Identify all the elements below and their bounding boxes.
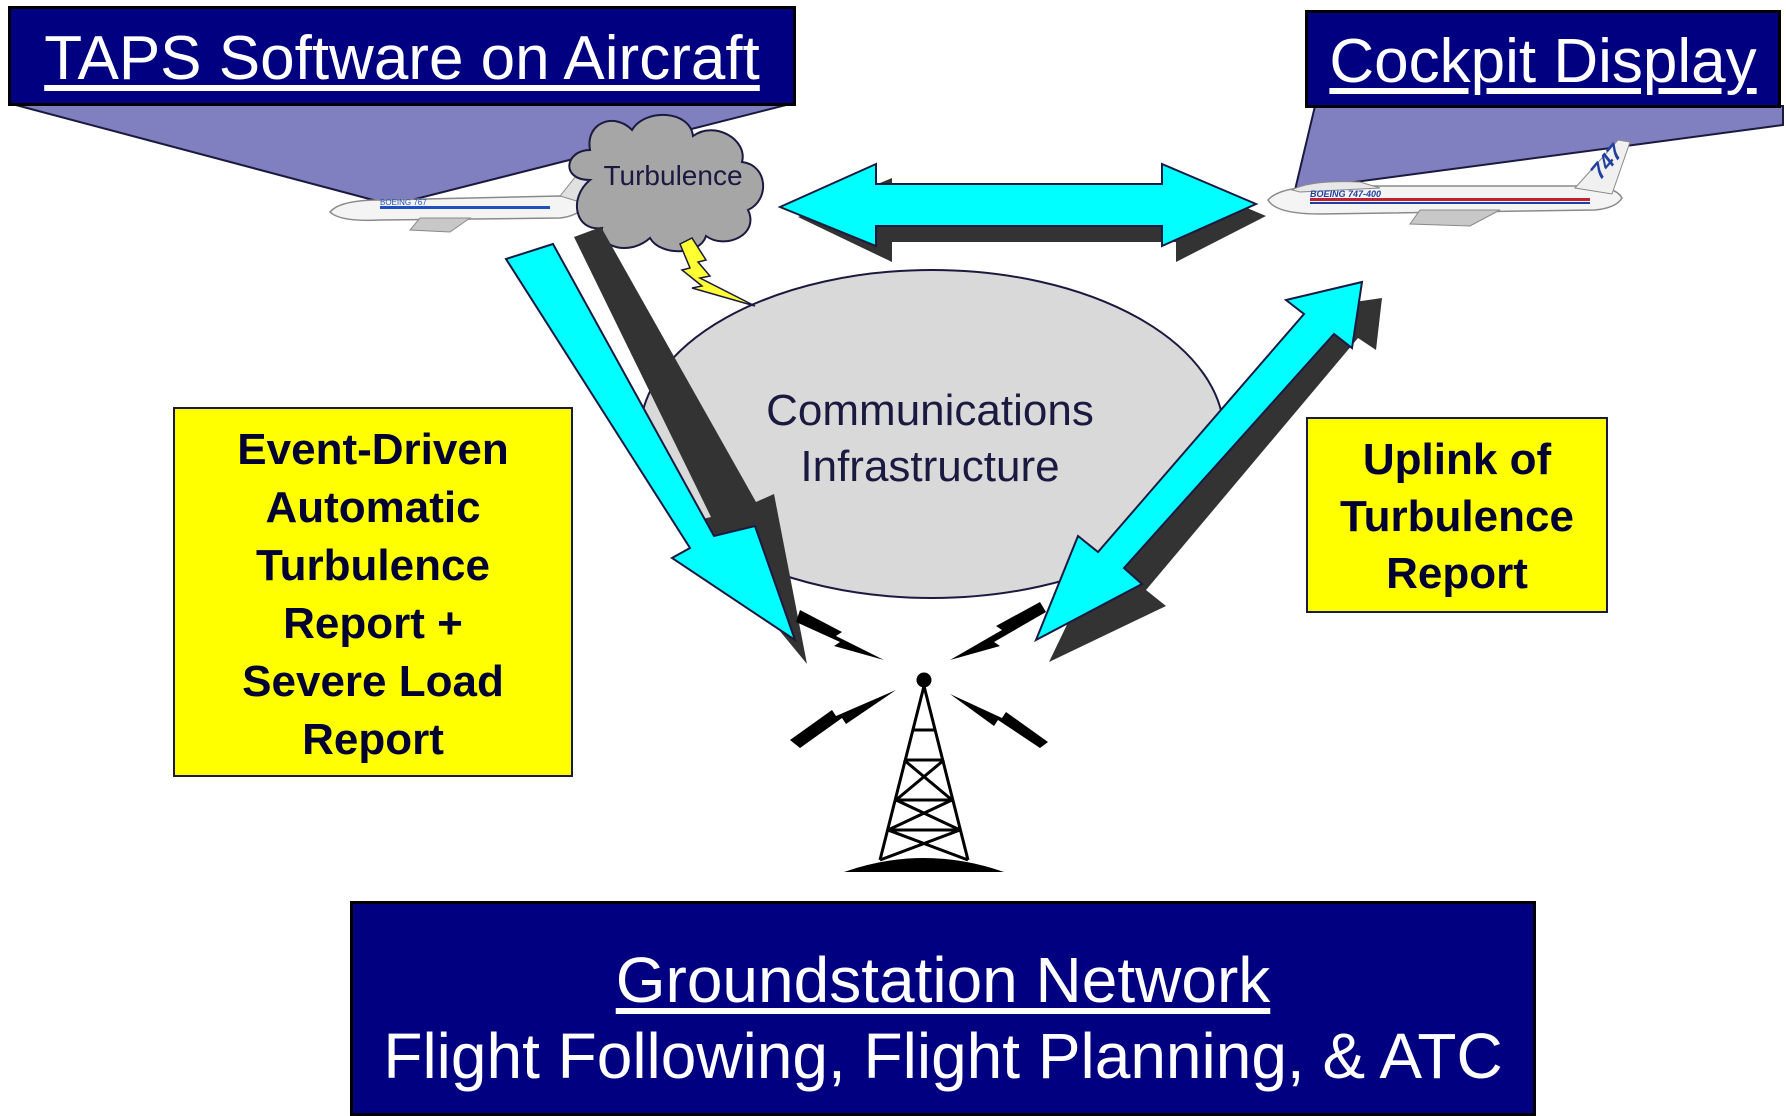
groundstation-title: Groundstation Network — [615, 944, 1271, 1016]
cockpit-callout-wedge — [1293, 105, 1784, 192]
uplink-arrow[interactable] — [1034, 280, 1364, 643]
note-line: Report + — [283, 599, 463, 648]
turbulence-cloud-icon — [568, 114, 764, 307]
note-line: Turbulence — [256, 541, 490, 590]
groundstation-subtitle: Flight Following, Flight Planning, & ATC — [383, 1020, 1503, 1092]
cockpit-banner-title: Cockpit Display — [1329, 27, 1757, 96]
taps-banner-title: TAPS Software on Aircraft — [44, 24, 760, 93]
note-line: Automatic — [265, 483, 481, 532]
groundstation-network-banner: Groundstation Network Flight Following, … — [350, 901, 1536, 1116]
right-airplane-icon: BOEING 747-400 747 — [1267, 138, 1631, 227]
communications-infrastructure-label: Communications Infrastructure — [700, 383, 1160, 495]
center-label-line: Communications — [766, 386, 1094, 435]
cockpit-display-banner: Cockpit Display — [1305, 10, 1781, 108]
note-line: Report — [1386, 549, 1528, 598]
aircraft-link-double-arrow[interactable] — [777, 162, 1259, 248]
left-plane-marking: BOEING 767 — [380, 198, 427, 207]
lightning-bolt-icon — [679, 237, 756, 307]
downlink-arrow[interactable] — [504, 242, 797, 643]
radio-signal-icon — [790, 602, 1048, 748]
radio-tower-icon — [844, 672, 1004, 872]
taps-software-banner: TAPS Software on Aircraft — [8, 6, 796, 106]
uplink-report-note: Uplink of Turbulence Report — [1306, 417, 1608, 613]
note-line: Severe Load — [242, 657, 504, 706]
turbulence-cloud-label: Turbulence — [603, 160, 743, 191]
event-driven-report-note: Event-Driven Automatic Turbulence Report… — [173, 407, 573, 777]
center-label-line: Infrastructure — [800, 442, 1060, 491]
note-line: Report — [302, 715, 444, 764]
right-plane-marking: BOEING 747-400 — [1310, 189, 1381, 199]
note-line: Event-Driven — [237, 425, 509, 474]
uplink-arrow-shadow — [1049, 298, 1382, 662]
note-line: Uplink of — [1362, 435, 1552, 484]
note-line: Turbulence — [1340, 492, 1574, 541]
